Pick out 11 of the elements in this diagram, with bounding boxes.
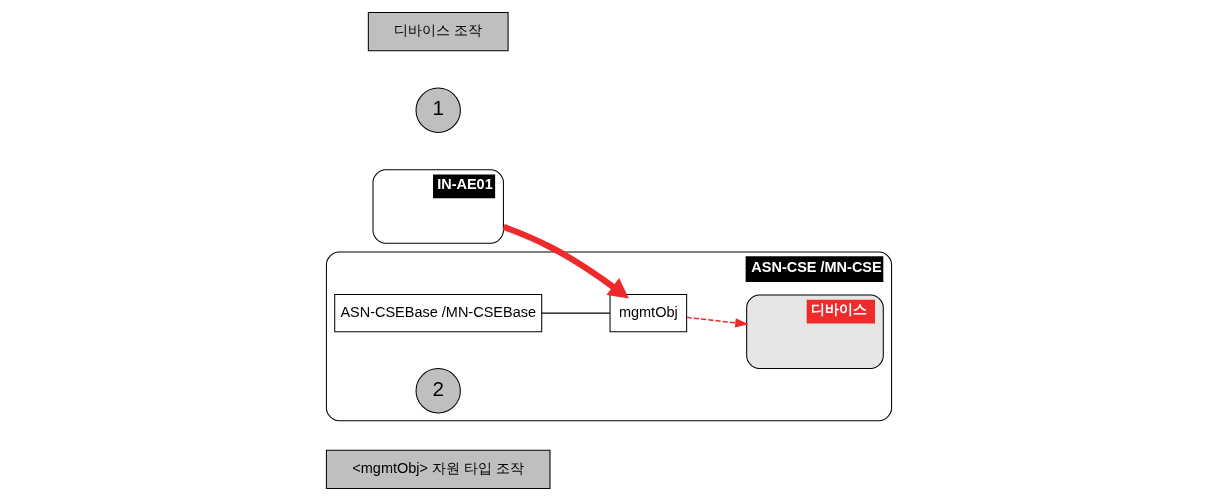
node-box: IN-AE01	[372, 169, 504, 244]
connector	[540, 312, 610, 314]
node-circle: 1	[415, 87, 461, 133]
arrow	[502, 224, 629, 299]
node-circle: 2	[415, 368, 461, 414]
node-box: ASN-CSEBase /MN-CSEBase	[333, 293, 542, 333]
node-box: 디바이스 조작	[367, 11, 509, 52]
node-box: mgmtObj	[609, 293, 687, 333]
arrow	[685, 316, 749, 328]
node-box: 디바이스	[745, 294, 884, 369]
node-box: <mgmtObj> 자원 타입 조작	[325, 449, 550, 490]
